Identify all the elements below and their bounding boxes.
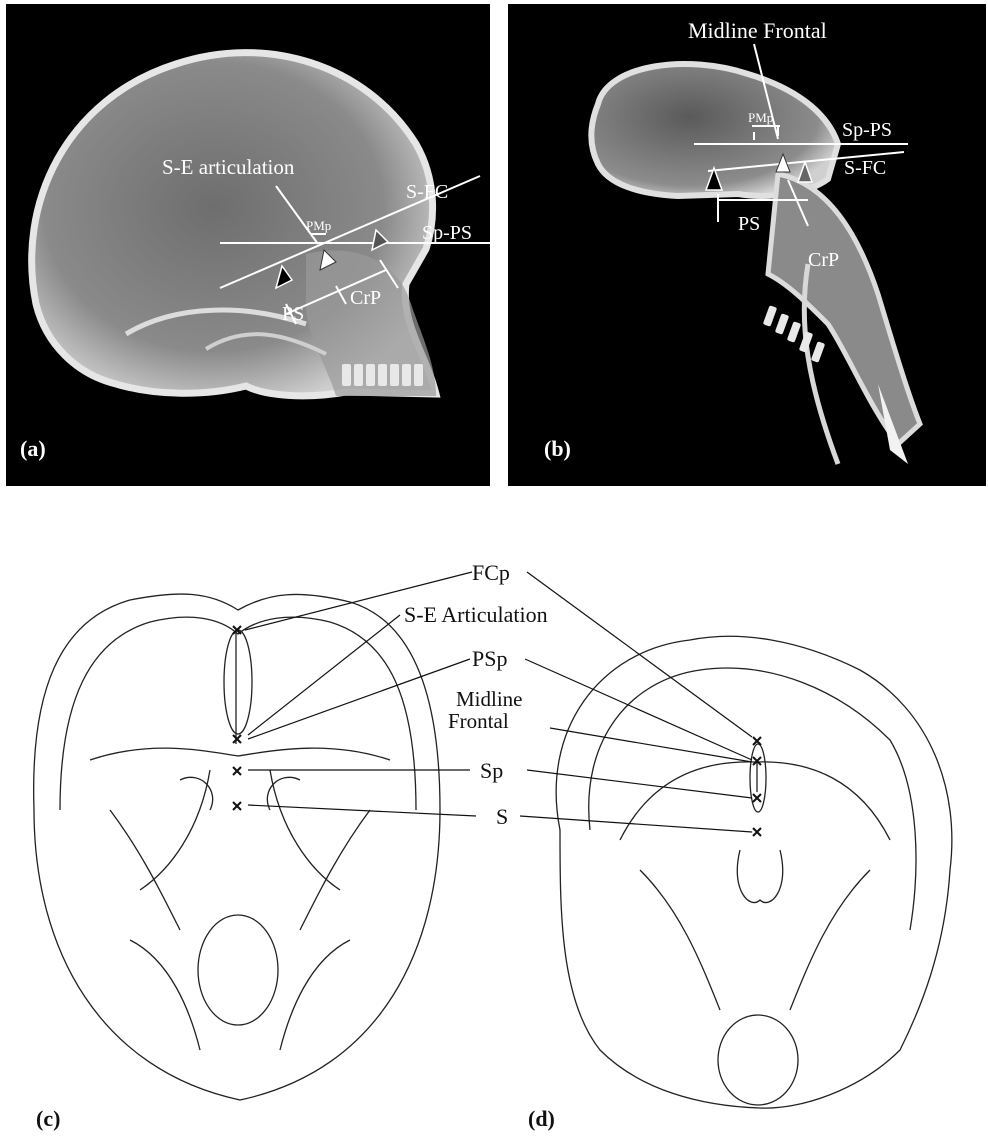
label-s-fc-b: S-FC: [844, 157, 886, 179]
label-psp: PSp: [472, 646, 507, 671]
panel-label-b: (b): [544, 436, 571, 462]
primate-cranial-base: [556, 636, 952, 1108]
panel-label-d: (d): [528, 1106, 555, 1132]
label-pmp: PMp: [306, 218, 331, 233]
label-se-articulation: S-E articulation: [162, 155, 295, 179]
label-s-e-articulation: S-E Articulation: [404, 602, 548, 627]
label-sp-ps-b: Sp-PS: [842, 119, 892, 141]
psp-marker-c: [233, 735, 241, 743]
label-crp-b: CrP: [808, 249, 839, 271]
label-s: S: [496, 804, 508, 829]
panel-label-a: (a): [20, 436, 46, 462]
panel-a-radiograph: S-E articulation PMp S-FC Sp-PS PS CrP (…: [6, 4, 490, 486]
label-fcp: FCp: [472, 560, 510, 585]
primate-skull-xray: Midline Frontal PMp Sp-PS S-FC PS CrP: [508, 4, 986, 486]
human-cranial-base: [34, 594, 440, 1100]
sp-marker-c: [233, 767, 241, 775]
label-midline-frontal-b: Midline Frontal: [688, 18, 827, 43]
label-s-fc: S-FC: [406, 181, 448, 203]
human-skull-xray: S-E articulation PMp S-FC Sp-PS PS CrP: [6, 4, 490, 486]
label-ps: PS: [282, 303, 304, 325]
label-frontal: Frontal: [448, 709, 509, 733]
label-sp: Sp: [480, 758, 503, 783]
teeth: [342, 364, 423, 386]
s-marker-d: [753, 828, 761, 836]
panel-b-radiograph: Midline Frontal PMp Sp-PS S-FC PS CrP (b…: [508, 4, 986, 486]
label-midline: Midline: [456, 687, 523, 711]
label-pmp-b: PMp: [748, 110, 773, 125]
s-marker-c: [233, 802, 241, 810]
label-ps-b: PS: [738, 213, 760, 235]
label-crp: CrP: [350, 287, 381, 309]
jaw-shape: [768, 174, 920, 444]
panel-label-c: (c): [36, 1106, 60, 1132]
label-sp-ps: Sp-PS: [422, 222, 472, 244]
basicranium-line-drawings: FCp S-E Articulation PSp Midline Frontal…: [0, 530, 988, 1143]
sp-marker-d: [753, 794, 761, 802]
